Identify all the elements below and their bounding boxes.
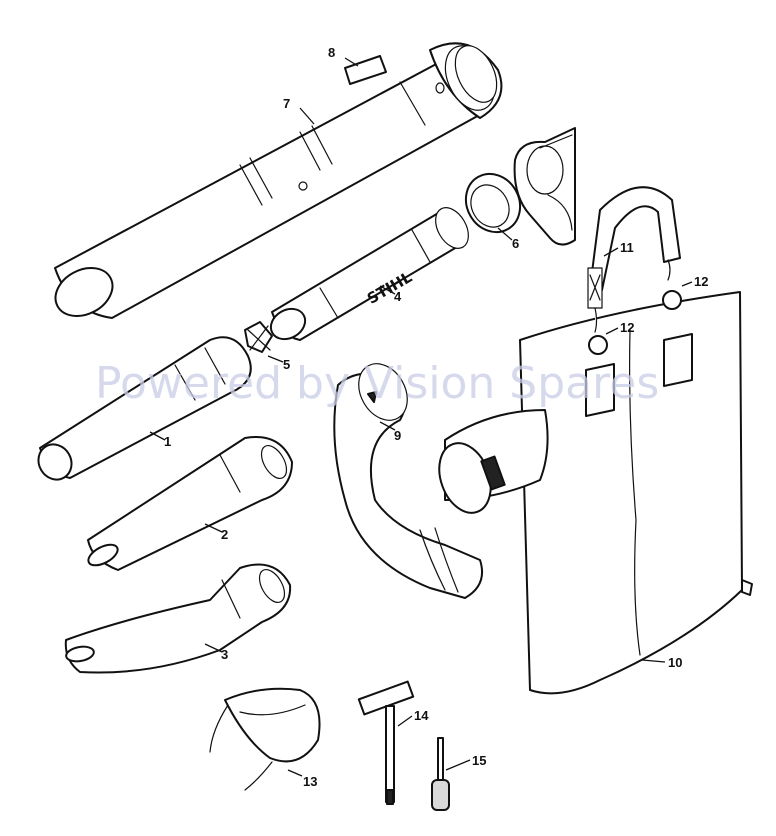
part-10-collection-bag[interactable] (430, 291, 753, 695)
callout-15: 15 (472, 753, 486, 768)
callout-5: 5 (283, 357, 290, 372)
callout-14: 14 (414, 708, 429, 723)
callout-12-upper: 12 (694, 274, 708, 289)
part-2-flat-nozzle[interactable] (85, 436, 293, 571)
part-13-safety-glasses[interactable] (209, 687, 321, 791)
part-15-screwdriver[interactable] (431, 737, 450, 811)
engine-housing-fragment (513, 127, 576, 246)
callout-9: 9 (394, 428, 401, 443)
callout-10: 10 (668, 655, 682, 670)
part-7-blower-tube[interactable] (47, 38, 505, 326)
callout-11: 11 (620, 240, 634, 255)
part-6-clamp-ring[interactable] (455, 164, 530, 242)
callout-3: 3 (221, 647, 228, 662)
part-1-round-nozzle[interactable] (32, 336, 252, 485)
callout-6: 6 (512, 236, 519, 251)
callout-labels: 1 2 3 4 5 6 7 8 9 10 11 12 12 13 14 15 (164, 45, 708, 789)
part-12-ring-b[interactable] (588, 335, 608, 355)
part-11-shoulder-strap[interactable] (587, 186, 681, 333)
callout-4: 4 (394, 289, 402, 304)
watermark-text: Powered by Vision Spares (95, 358, 659, 409)
callout-7: 7 (283, 96, 290, 111)
part-5-insert[interactable] (244, 321, 273, 353)
callout-13: 13 (303, 774, 317, 789)
callout-2: 2 (221, 527, 228, 542)
part-9-elbow-tube[interactable] (333, 355, 484, 599)
part-14-combination-wrench[interactable] (357, 680, 415, 805)
part-8-label[interactable] (344, 55, 387, 85)
part-4-adapter-tube[interactable]: STIHL (265, 202, 475, 345)
callout-12-lower: 12 (620, 320, 634, 335)
callout-8: 8 (328, 45, 335, 60)
leader-lines (149, 57, 693, 777)
part-3-curved-nozzle[interactable] (64, 563, 292, 674)
part-12-ring-a[interactable] (662, 290, 682, 310)
callout-1: 1 (164, 434, 171, 449)
